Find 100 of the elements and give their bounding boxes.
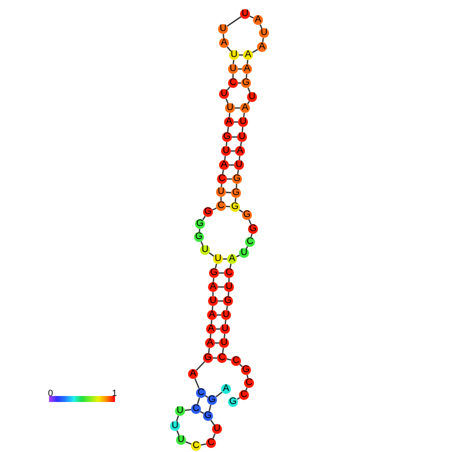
backbone-line <box>237 170 239 174</box>
nucleotide-circle: U <box>221 310 231 320</box>
backbone-line <box>176 430 180 436</box>
nucleotide-circle: C <box>191 404 201 414</box>
backbone-line <box>184 408 192 412</box>
scale-label: 0 <box>48 389 54 398</box>
nucleotide-circle: U <box>219 338 229 348</box>
nucleotide-circle: A <box>243 50 253 60</box>
backbone-line <box>260 24 262 29</box>
nucleotide-circle: U <box>175 406 185 416</box>
backbone-line <box>242 126 244 132</box>
nucleotide-circle: U <box>228 64 238 74</box>
nucleotide-circle: G <box>231 188 241 198</box>
nucleotide-circle: G <box>223 296 233 306</box>
nucleotide-circle: U <box>220 324 230 334</box>
nucleotide-circle: U <box>224 282 234 292</box>
backbone-line <box>238 209 244 213</box>
backbone-line <box>200 241 204 246</box>
nucleotide-circle: C <box>216 201 226 211</box>
backbone-line <box>247 87 251 93</box>
nucleotide-circle: U <box>234 160 244 170</box>
nucleotide-circle: G <box>232 174 242 184</box>
backbone-line <box>222 348 224 354</box>
nucleotide-circle: G <box>203 411 213 421</box>
nucleotide-circle: U <box>200 245 210 255</box>
nucleotide-circle: C <box>224 268 234 278</box>
backbone-line <box>216 392 222 398</box>
nucleotide-circle: A <box>206 324 216 334</box>
nucleotide-circle: G <box>207 395 217 405</box>
nucleotide-circle: A <box>207 310 217 320</box>
nucleotide-circle: U <box>221 146 231 156</box>
backbone-line <box>196 361 206 371</box>
backbone-line <box>249 16 254 18</box>
nucleotide-circle: A <box>257 42 267 52</box>
nucleotide-circle: C <box>228 78 238 88</box>
backbone-line <box>202 216 206 220</box>
nucleotide-circle: G <box>230 202 240 212</box>
nucleotide-circle: C <box>244 378 254 388</box>
nucleotide-circle: U <box>229 50 239 60</box>
nucleotide-circle: U <box>237 132 247 142</box>
nucleotide-circle: A <box>205 338 215 348</box>
nucleotide-circle: U <box>208 296 218 306</box>
nucleotide-circle: C <box>239 390 249 400</box>
nucleotide-circle: A <box>224 117 234 127</box>
nucleotide-circle: G <box>241 78 251 88</box>
nucleotide-circle: A <box>221 384 231 394</box>
nucleotide-circle: G <box>222 132 232 142</box>
nucleotide-circle: A <box>188 369 198 379</box>
nucleotide-circle: U <box>176 435 186 445</box>
backbone-line <box>262 38 264 42</box>
nucleotide-circle: G <box>209 268 219 278</box>
nucleotide-circle: U <box>238 117 248 127</box>
nucleotide-circle: G <box>241 365 251 375</box>
nucleotide-circle: A <box>219 160 229 170</box>
nucleotide-circle: U <box>170 421 180 431</box>
backbone-line <box>208 348 210 354</box>
nucleotide-circle: C <box>217 174 227 184</box>
backbone-line <box>194 378 200 389</box>
nucleotide-circle: C <box>206 438 216 448</box>
nucleotide-circle: U <box>219 89 229 99</box>
nucleotide-circle: C <box>231 356 241 366</box>
nucleotide-circle: C <box>196 388 206 398</box>
nucleotide-circle: A <box>219 38 229 48</box>
nucleotide-circle: G <box>195 219 205 229</box>
nucleotide-circle: U <box>247 92 257 102</box>
backbone-line <box>226 46 232 52</box>
nucleotide-circle: A <box>208 282 218 292</box>
nucleotide-circle: C <box>217 353 227 363</box>
backbone-line <box>250 234 252 238</box>
nucleotide-circle: A <box>253 15 263 25</box>
backbone-line <box>226 358 232 361</box>
backbone-line <box>212 208 217 210</box>
backbone-line <box>226 86 230 91</box>
nucleotide-circle: U <box>216 187 226 197</box>
backbone-line <box>229 264 232 268</box>
scale-label: 1 <box>112 389 118 398</box>
backbone-line <box>208 252 214 257</box>
backbone-line <box>243 112 245 118</box>
nucleotide-circle: G <box>228 397 238 407</box>
backbone-line <box>196 398 200 404</box>
nucleotide-circle: C <box>245 237 255 247</box>
nucleotide-circle: A <box>242 64 252 74</box>
nucleotide-circle: U <box>259 28 269 38</box>
nucleotide-circle: G <box>248 224 258 234</box>
backbone-line <box>176 416 180 422</box>
nucleotide-circle: C <box>191 441 201 451</box>
backbone-line <box>222 170 224 174</box>
nucleotide-circle: G <box>242 210 252 220</box>
base-pair-line <box>226 192 232 194</box>
nucleotide-circle: U <box>212 424 222 434</box>
backbone-line <box>200 443 206 446</box>
nucleotide-circle: G <box>194 232 204 242</box>
nucleotide-circle: A <box>240 103 250 113</box>
nucleotide-circle: U <box>225 103 235 113</box>
backbone-line <box>224 156 226 160</box>
nucleotide-circle: G <box>203 353 213 363</box>
backbone-line <box>226 16 242 27</box>
nucleotide-circle: A <box>227 254 237 264</box>
nucleotide-circle: A <box>235 146 245 156</box>
backbone-line <box>248 219 252 225</box>
